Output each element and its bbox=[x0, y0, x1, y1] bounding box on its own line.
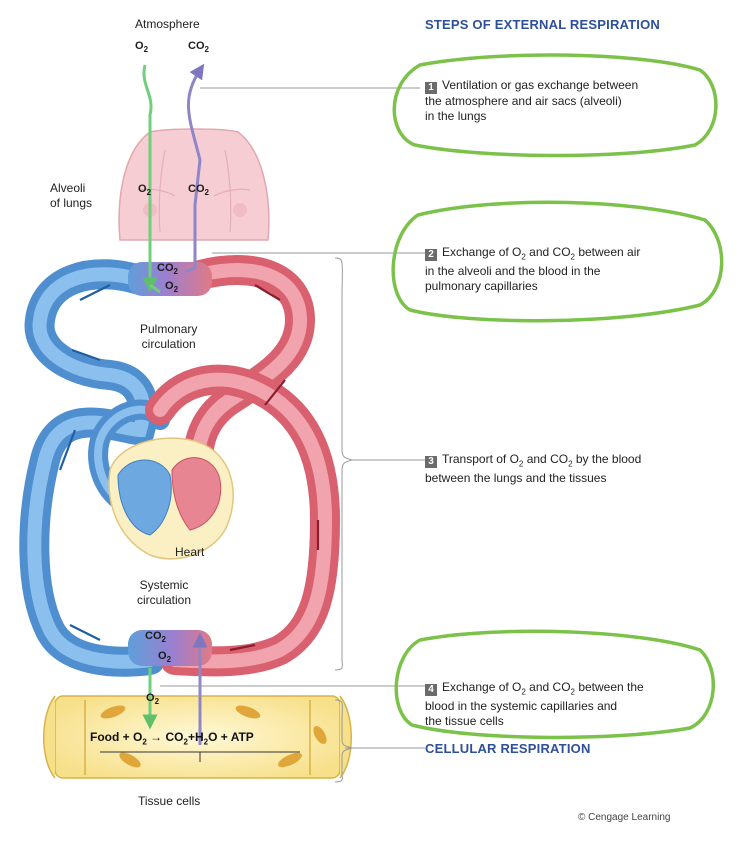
cellular-respiration-equation: Food + O2 → CO2+H2O + ATP bbox=[90, 730, 254, 747]
step-1-line-2: the atmosphere and air sacs (alveoli) bbox=[425, 94, 622, 108]
systemic-co2-label: CO2 bbox=[145, 630, 166, 645]
heart-label: Heart bbox=[175, 545, 205, 559]
step-3-number: 3 bbox=[425, 456, 437, 468]
systemic-circulation-label: Systemic circulation bbox=[137, 578, 191, 608]
step-1-line-1: Ventilation or gas exchange between bbox=[442, 78, 639, 92]
oxygenated-vessels bbox=[145, 255, 341, 677]
pulmonary-o2-label: O2 bbox=[165, 280, 179, 295]
step-4-number: 4 bbox=[425, 684, 437, 696]
hand-drawn-highlights bbox=[391, 53, 724, 740]
pulmonary-circulation-label: Pulmonary circulation bbox=[140, 322, 197, 352]
steps-heading: STEPS OF EXTERNAL RESPIRATION bbox=[425, 17, 661, 32]
systemic-label-line-2: circulation bbox=[137, 593, 192, 607]
atmosphere-o2-label: O2 bbox=[135, 40, 149, 55]
o2-path bbox=[142, 64, 161, 730]
step-2-line-2: in the alveoli and the blood in the bbox=[425, 264, 601, 279]
lungs bbox=[118, 128, 270, 241]
step-4-line-3: the tissue cells bbox=[425, 714, 504, 729]
flow-arrows bbox=[58, 284, 320, 652]
alveoli-label: Alveoli of lungs bbox=[50, 181, 92, 211]
alveoli-label-line-2: of lungs bbox=[50, 196, 93, 210]
lungs-o2-label: O2 bbox=[138, 183, 152, 198]
leader-lines bbox=[160, 87, 425, 783]
pulmonary-co2-label: CO2 bbox=[157, 262, 178, 277]
pulmonary-label-line-1: Pulmonary bbox=[140, 322, 198, 336]
heart bbox=[108, 437, 234, 560]
tissue-o2-label: O2 bbox=[146, 692, 160, 707]
step-2-line-3: pulmonary capillaries bbox=[425, 279, 538, 294]
cellular-respiration-heading: CELLULAR RESPIRATION bbox=[425, 741, 591, 756]
tissue-cells bbox=[43, 695, 352, 779]
tissue-cells-label: Tissue cells bbox=[138, 794, 201, 808]
step-3-line-2: between the lungs and the tissues bbox=[425, 471, 607, 486]
step-1: 1 Ventilation or gas exchange between the… bbox=[425, 78, 695, 124]
step-2-number: 2 bbox=[425, 249, 437, 261]
lungs-co2-label: CO2 bbox=[188, 183, 209, 198]
atmosphere-co2-label: CO2 bbox=[188, 40, 209, 55]
alveoli-label-line-1: Alveoli bbox=[50, 181, 86, 195]
pulmonary-label-line-2: circulation bbox=[141, 337, 196, 351]
credit-text: © Cengage Learning bbox=[578, 812, 671, 823]
atmosphere-label: Atmosphere bbox=[135, 17, 200, 31]
step-1-number: 1 bbox=[425, 82, 437, 94]
co2-path bbox=[184, 63, 208, 745]
step-1-line-3: in the lungs bbox=[425, 109, 487, 123]
systemic-o2-label: O2 bbox=[158, 650, 172, 665]
systemic-label-line-1: Systemic bbox=[139, 578, 189, 592]
step-4-line-2: blood in the systemic capillaries and bbox=[425, 699, 618, 714]
systemic-capillaries bbox=[128, 630, 212, 666]
